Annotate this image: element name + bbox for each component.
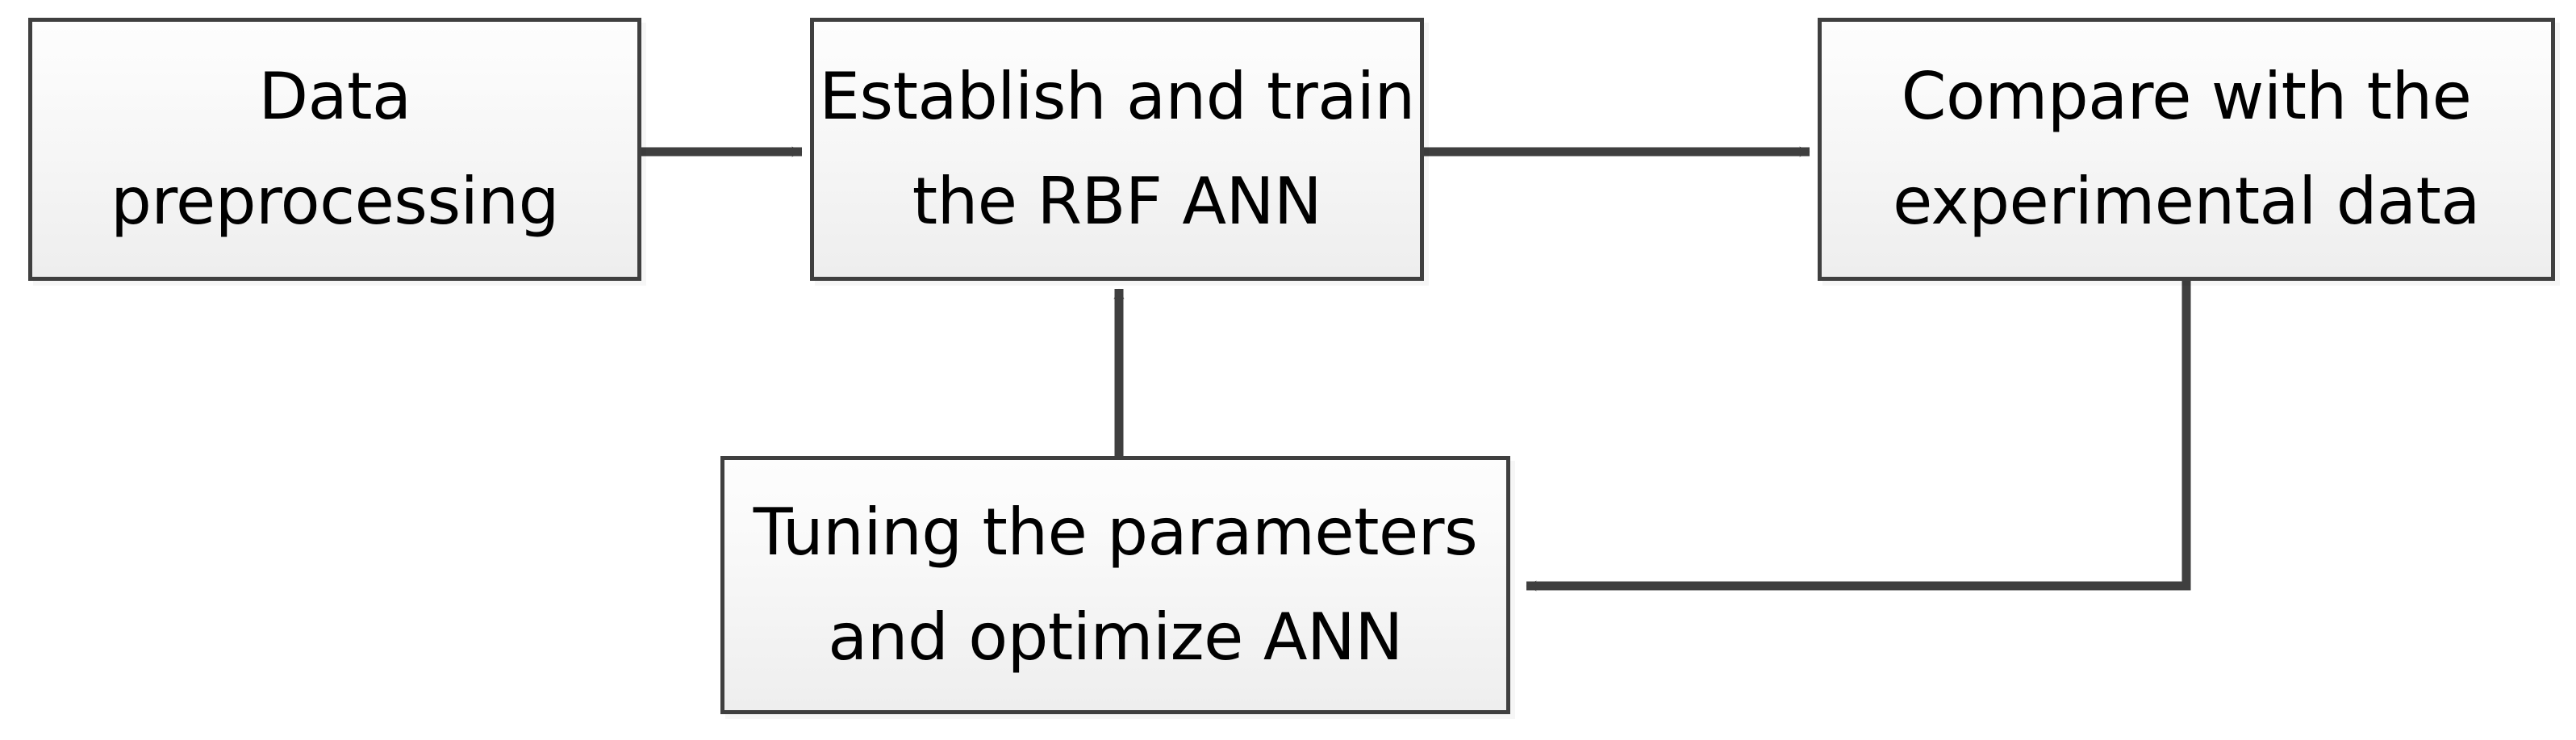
node-establish-and-train-rbf-ann[interactable]: Establish and train the RBF ANN xyxy=(810,18,1424,281)
node-data-preprocessing[interactable]: Data preprocessing xyxy=(28,18,641,281)
arrow-compare-to-tuning xyxy=(1526,279,2191,592)
node-tuning-parameters-optimize-ann[interactable]: Tuning the parameters and optimize ANN xyxy=(720,456,1510,714)
node-label-line2: the RBF ANN xyxy=(912,164,1322,239)
node-compare-with-experimental-data[interactable]: Compare with the experimental data xyxy=(1818,18,2555,281)
node-label-line2: and optimize ANN xyxy=(828,600,1403,675)
node-label-line2: preprocessing xyxy=(111,164,559,239)
node-label-line2: experimental data xyxy=(1893,164,2480,239)
node-label-line1: Tuning the parameters xyxy=(753,495,1478,570)
node-label-line1: Data xyxy=(258,59,411,134)
node-label-line1: Establish and train xyxy=(819,59,1415,134)
node-label-line1: Compare with the xyxy=(1901,59,2472,134)
